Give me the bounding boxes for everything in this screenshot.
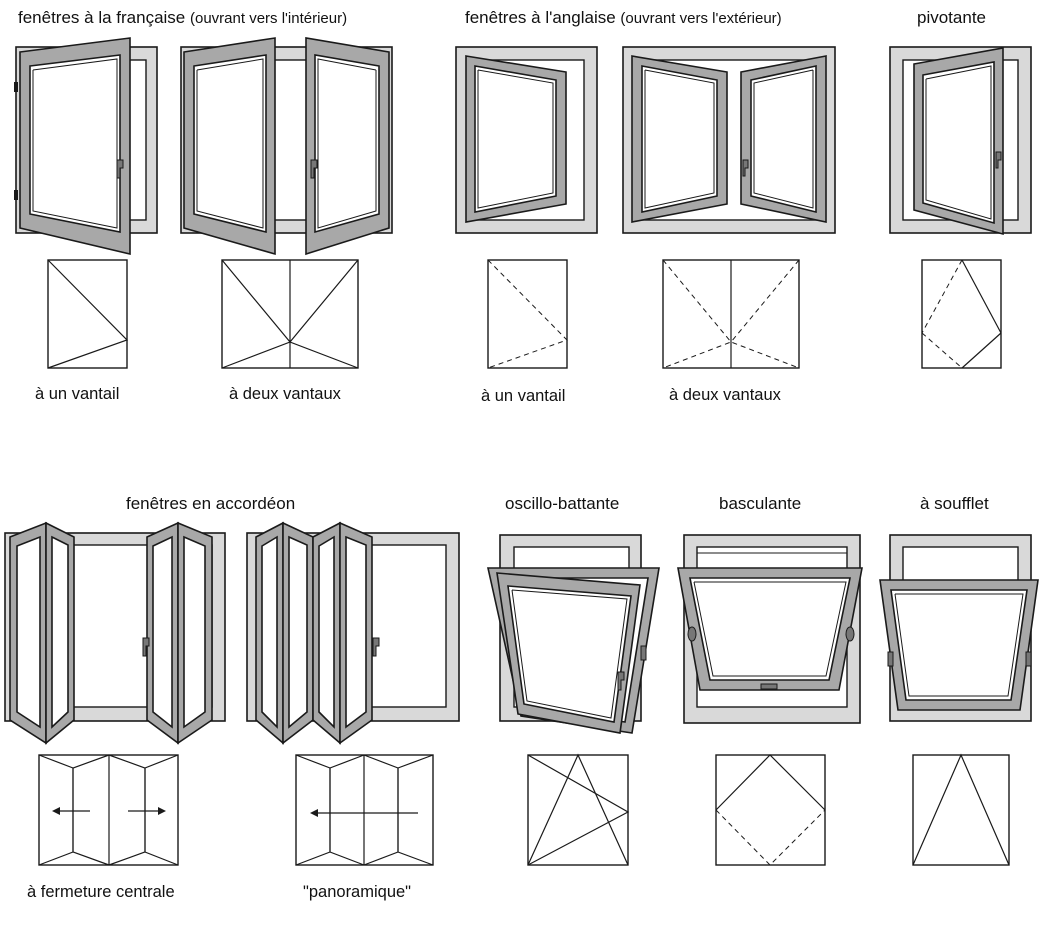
heading-french-sub: (ouvrant vers l'intérieur) bbox=[190, 10, 348, 27]
accordion-panoramic-window bbox=[246, 521, 460, 745]
symbol-english-double bbox=[662, 259, 800, 369]
symbol-bascule bbox=[715, 754, 826, 866]
caption-english-double: à deux vantaux bbox=[669, 386, 781, 404]
heading-french-main: fenêtres à la française bbox=[18, 8, 186, 27]
caption-english-single: à un vantail bbox=[481, 387, 566, 405]
caption-accordion-panoramic: "panoramique" bbox=[303, 883, 412, 901]
heading-english-windows: fenêtres à l'anglaise (ouvrant vers l'ex… bbox=[465, 8, 782, 28]
english-double-window bbox=[622, 46, 836, 234]
symbol-accordion-central bbox=[38, 754, 179, 866]
heading-tilt-turn: oscillo-battante bbox=[505, 494, 620, 513]
heading-bascule: basculante bbox=[719, 494, 802, 513]
english-single-window bbox=[455, 46, 598, 234]
symbol-soufflet bbox=[912, 753, 1010, 866]
caption-french-single: à un vantail bbox=[35, 385, 120, 403]
heading-english-sub: (ouvrant vers l'extérieur) bbox=[620, 10, 782, 27]
caption-accordion-central: à fermeture centrale bbox=[27, 883, 175, 901]
heading-accordion: fenêtres en accordéon bbox=[126, 494, 296, 513]
symbol-tilt-turn bbox=[527, 753, 630, 866]
heading-soufflet: à soufflet bbox=[920, 494, 989, 513]
bascule-window bbox=[677, 534, 863, 724]
accordion-central-window bbox=[4, 521, 226, 745]
symbol-pivot bbox=[921, 259, 1002, 369]
french-single-window bbox=[14, 37, 158, 256]
caption-french-double: à deux vantaux bbox=[229, 385, 341, 403]
symbol-french-double bbox=[221, 259, 359, 369]
soufflet-window bbox=[879, 534, 1039, 722]
symbol-french-single bbox=[47, 259, 129, 369]
french-double-window bbox=[180, 37, 393, 256]
tilt-turn-window bbox=[487, 534, 660, 734]
pivot-window bbox=[889, 46, 1032, 236]
symbol-accordion-panoramic bbox=[295, 754, 434, 866]
heading-english-main: fenêtres à l'anglaise bbox=[465, 8, 616, 27]
symbol-english-single bbox=[487, 259, 568, 369]
heading-french-windows: fenêtres à la française (ouvrant vers l'… bbox=[18, 8, 347, 28]
heading-pivot: pivotante bbox=[917, 8, 986, 27]
